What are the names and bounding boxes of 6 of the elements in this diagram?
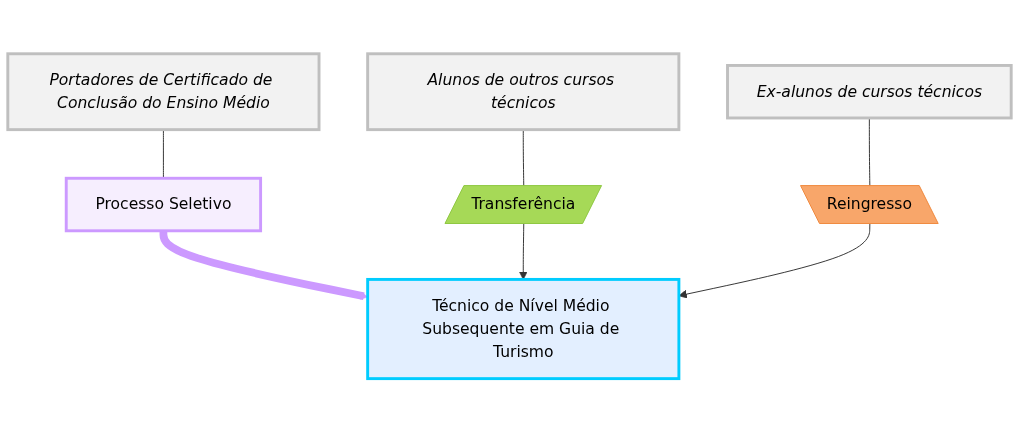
node-box: Alunos de outros cursos técnicos	[366, 52, 681, 131]
node-box: Técnico de Nível Médio Subsequente em Guia de Turismo	[366, 277, 681, 380]
node-box: Portadores de Certificado de Conclusão do Ensino Médio	[6, 52, 321, 131]
node-box: Ex-alunos de cursos técnicos	[726, 63, 1013, 120]
connector	[868, 117, 871, 187]
node-box: Processo Seletivo	[64, 176, 263, 233]
